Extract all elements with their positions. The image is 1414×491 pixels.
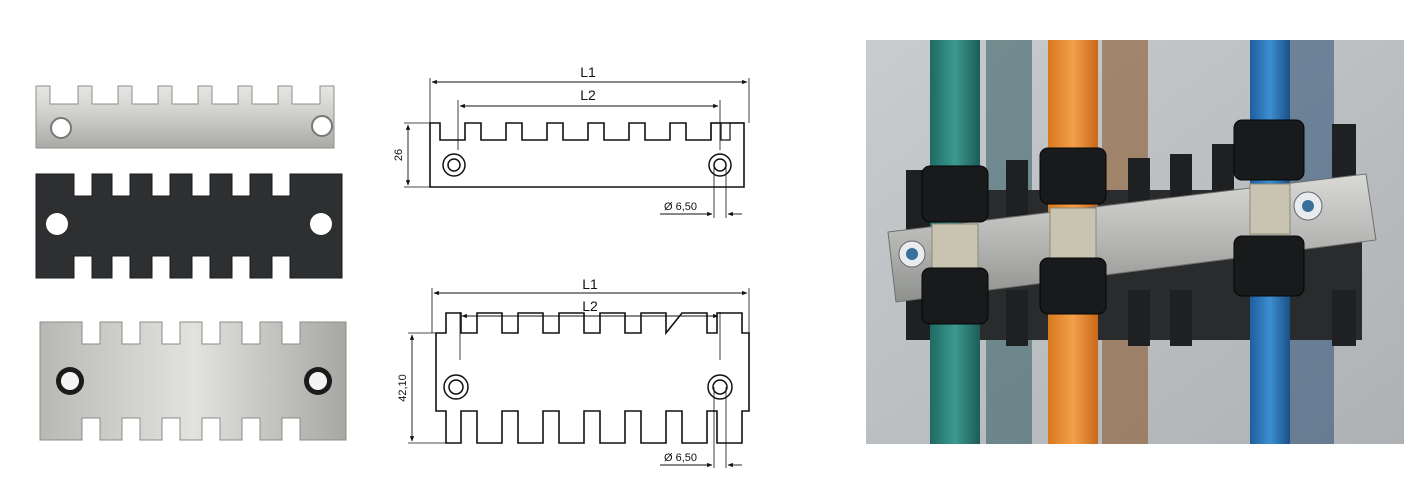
dim-label-height: 26 [393, 149, 405, 161]
dim-label-l1-bottom: L1 [582, 276, 598, 292]
double-sided-steel-bar-photo [39, 321, 347, 441]
dim-label-height-bottom: 42,10 [397, 374, 409, 402]
dim-label-hole-diameter: Ø 6,50 [664, 201, 697, 213]
technical-drawings: L1 L2 26 Ø 6,50 [380, 0, 800, 491]
dim-label-hole-diameter-bottom: Ø 6,50 [664, 452, 697, 464]
screw [1293, 191, 1323, 221]
product-photos [0, 0, 380, 491]
single-sided-steel-bar-photo [35, 85, 335, 149]
drawing-single-sided: L1 L2 26 Ø 6,50 [393, 64, 750, 218]
rubber-insert-photo [35, 173, 343, 279]
dim-label-l1: L1 [580, 64, 596, 80]
screw [898, 240, 926, 268]
installation-photo [866, 40, 1404, 444]
dim-label-l2-bottom: L2 [582, 298, 598, 314]
drawing-double-sided: L1 L2 42,10 Ø 6,50 [397, 276, 750, 468]
dim-label-l2: L2 [580, 87, 596, 103]
